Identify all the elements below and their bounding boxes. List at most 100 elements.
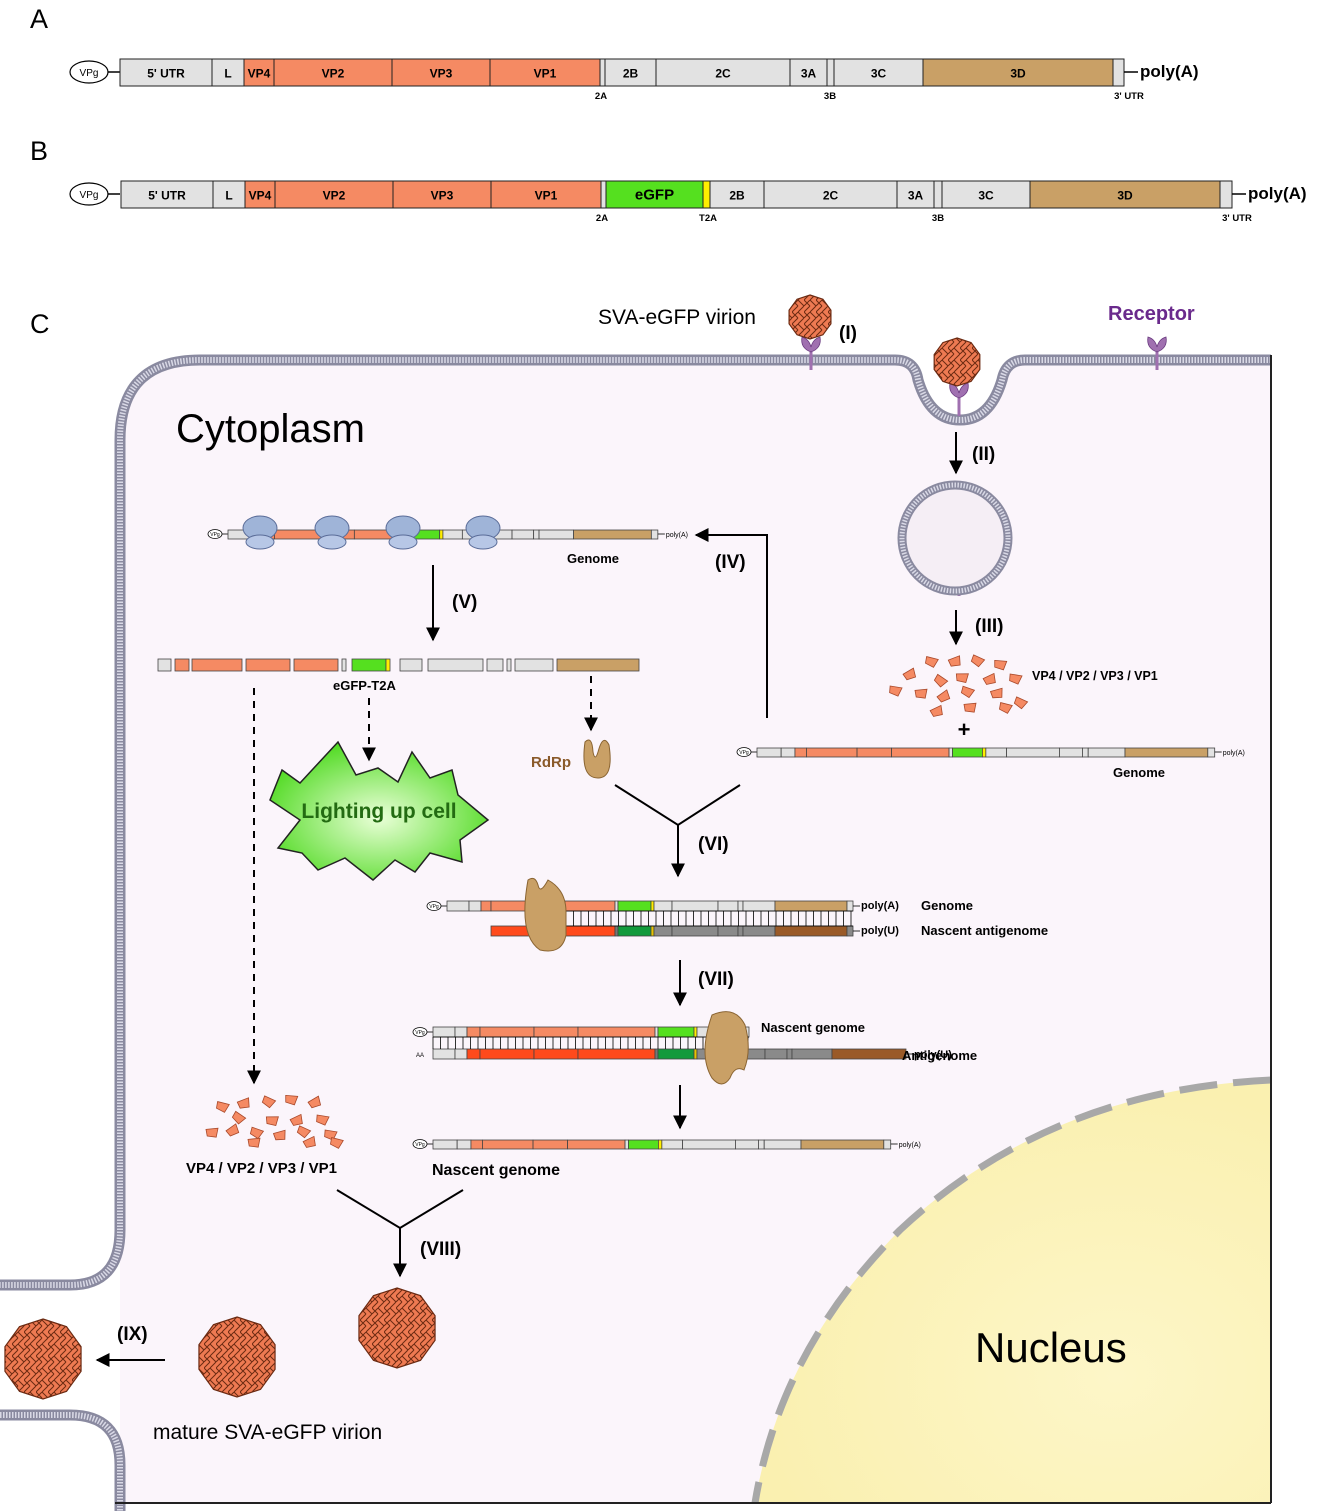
polya-label: poly(A) <box>899 1142 921 1149</box>
step-i-label: (I) <box>839 323 857 344</box>
capsid-fragment <box>1013 696 1029 710</box>
genome-segment <box>212 180 246 209</box>
segment-label: VP3 <box>431 189 454 203</box>
capsid-fragment <box>261 1095 277 1109</box>
segment-label: 3C <box>978 189 994 203</box>
virion-label: SVA-eGFP virion <box>598 306 756 329</box>
genome-segment <box>758 1139 765 1150</box>
genome-segment <box>650 900 655 912</box>
vpg-oval <box>426 901 442 911</box>
genome-segment <box>791 1048 833 1060</box>
polyprotein-fragment <box>245 658 291 672</box>
egfp-t2a-label: eGFP-T2A <box>333 678 396 693</box>
polyprotein-fragment <box>385 658 391 672</box>
capsid-fragment <box>205 1127 219 1138</box>
genome-segment <box>439 529 444 540</box>
polyprotein-fragment <box>293 658 339 672</box>
segment-label: L <box>224 67 231 81</box>
genome-segment <box>682 1139 736 1150</box>
polyprotein-fragment <box>399 658 423 672</box>
genome-segment <box>273 58 393 87</box>
label-2a: 2A <box>596 213 608 224</box>
genome-segment <box>948 747 953 758</box>
genome-segment <box>982 747 987 758</box>
genome-segment <box>1124 747 1209 758</box>
genome-segment <box>846 925 854 937</box>
genome-segment <box>600 180 607 209</box>
genome-segment <box>671 925 719 937</box>
segment-label: 2B <box>623 67 639 81</box>
genome-segment <box>119 58 213 87</box>
capsid-fragment <box>925 656 939 668</box>
genome-segment <box>717 925 739 937</box>
capsid-fragment <box>889 685 903 697</box>
polyprotein-fragment <box>427 658 484 672</box>
vpg-label: VPg <box>80 68 99 79</box>
polyprotein-fragment <box>351 658 387 672</box>
capsid-fragment <box>285 1094 299 1106</box>
genome-segment <box>654 1048 659 1060</box>
polyprotein-fragment <box>157 658 172 672</box>
genome-segment <box>933 180 943 209</box>
genome-segment <box>567 1139 626 1150</box>
nucleus-label: Nucleus <box>975 1324 1127 1371</box>
capsid-fragment <box>302 1135 316 1148</box>
segment-label: 5' UTR <box>148 189 186 203</box>
plasma-membrane-lower <box>0 1409 126 1511</box>
capsid-fragment <box>914 688 928 699</box>
genome-segment <box>211 58 245 87</box>
panel-label-b: B <box>30 136 48 166</box>
segment-label: VP2 <box>323 189 346 203</box>
receptor <box>949 382 969 416</box>
genome-segment <box>243 58 275 87</box>
genome-segment <box>533 1048 579 1060</box>
genome-segment <box>532 1139 568 1150</box>
genome-segment <box>883 1139 892 1150</box>
segment-label: 2C <box>715 67 731 81</box>
capsid-fragment <box>955 673 969 684</box>
genome-segment <box>735 1139 759 1150</box>
capsid-fragment <box>963 702 977 713</box>
capsid-fragment <box>330 1137 344 1149</box>
capsid-proteins-label-bottom: VP4 / VP2 / VP3 / VP1 <box>186 1160 337 1177</box>
capsid-fragment <box>231 1110 247 1125</box>
receptor-label: Receptor <box>1108 303 1195 325</box>
genome-segment <box>941 180 1031 209</box>
panel-label-c: C <box>30 309 50 339</box>
polya-label: poly(A) <box>666 532 688 539</box>
label-3utr: 3' UTR <box>1114 91 1144 102</box>
segment-label: 3D <box>1010 67 1026 81</box>
polyprotein-fragment <box>191 658 243 672</box>
genome-segment <box>533 1026 579 1038</box>
polyprotein-fragment <box>341 658 347 672</box>
segment-label: 3C <box>871 67 887 81</box>
polyprotein-fragment <box>556 658 640 672</box>
capsid-fragment <box>947 655 961 667</box>
endosome <box>897 480 1013 596</box>
genome-segment <box>800 1139 885 1150</box>
capsid-fragment <box>970 654 986 668</box>
virion <box>358 1287 436 1369</box>
capsid-fragment <box>989 687 1003 699</box>
virion <box>4 1318 82 1400</box>
genome-segment <box>702 180 711 209</box>
genome-label-uncoated: Genome <box>1113 765 1165 780</box>
genome-segment <box>742 925 776 937</box>
cytoplasm-label: Cytoplasm <box>176 407 365 451</box>
step-vi-label: (VI) <box>698 834 729 855</box>
capsid-fragment <box>225 1123 240 1137</box>
nuclear-envelope <box>751 1076 1272 1504</box>
mature-virion-label: mature SVA-eGFP virion <box>153 1421 382 1444</box>
polyprotein-fragment <box>174 658 190 672</box>
nascent-antigenome-label: Nascent antigenome <box>921 923 1048 938</box>
genome-segment <box>774 900 848 912</box>
genome-segment <box>985 747 1007 758</box>
genome-segment <box>624 1139 629 1150</box>
genome-segment <box>564 900 616 912</box>
genome-segment <box>1029 180 1221 209</box>
aa-label: AA <box>416 1053 424 1059</box>
segment-label: 2B <box>729 189 745 203</box>
genome-segment <box>650 925 655 937</box>
antigenome-label: Antigenome <box>902 1048 977 1063</box>
